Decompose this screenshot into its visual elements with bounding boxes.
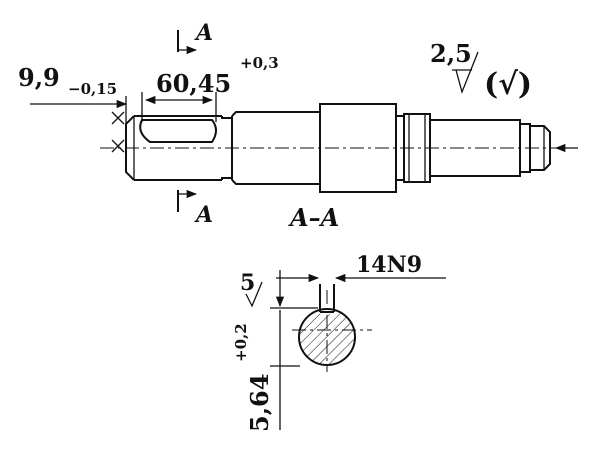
roughness-symbol: 2,5 (√)	[430, 39, 532, 102]
shaft-outline	[100, 103, 560, 193]
svg-text:(√): (√)	[484, 67, 532, 102]
keyway-slot	[319, 284, 335, 312]
svg-text:+0,2: +0,2	[232, 323, 250, 362]
shaft-section-3	[403, 113, 431, 183]
dim-roughness-5: 5	[240, 270, 263, 308]
section-letter-top: A	[194, 20, 213, 46]
section-view	[292, 284, 372, 372]
shaft-right-end	[530, 125, 551, 171]
dim-depth: 5,64 +0,2	[232, 270, 318, 432]
dim-key-width: 14N9	[276, 252, 446, 283]
svg-text:5,64: 5,64	[245, 374, 274, 432]
svg-text:2,5: 2,5	[430, 39, 472, 68]
centre-drill-marks	[111, 111, 125, 153]
section-mark-top: A	[177, 20, 213, 55]
shaft-section-4	[430, 119, 521, 177]
keyway-groove	[139, 119, 217, 143]
svg-text:9,9: 9,9	[18, 63, 60, 92]
shaft-cross-section	[298, 308, 356, 366]
svg-text:60,45: 60,45	[156, 69, 231, 98]
shaft-collar	[319, 103, 397, 193]
svg-text:+0,3: +0,3	[240, 54, 279, 72]
svg-text:−0,15: −0,15	[68, 80, 117, 98]
shaft-left-end	[125, 115, 135, 181]
svg-text:5: 5	[240, 270, 255, 296]
section-letter-bottom: A	[194, 202, 213, 228]
dim-groove-length: 60,45 +0,3	[141, 54, 279, 122]
section-caption: A–A	[288, 203, 339, 232]
section-mark-bottom: A	[177, 189, 213, 228]
dim-groove-depth: 9,9 −0,15	[18, 63, 128, 124]
svg-text:14N9: 14N9	[356, 252, 422, 278]
